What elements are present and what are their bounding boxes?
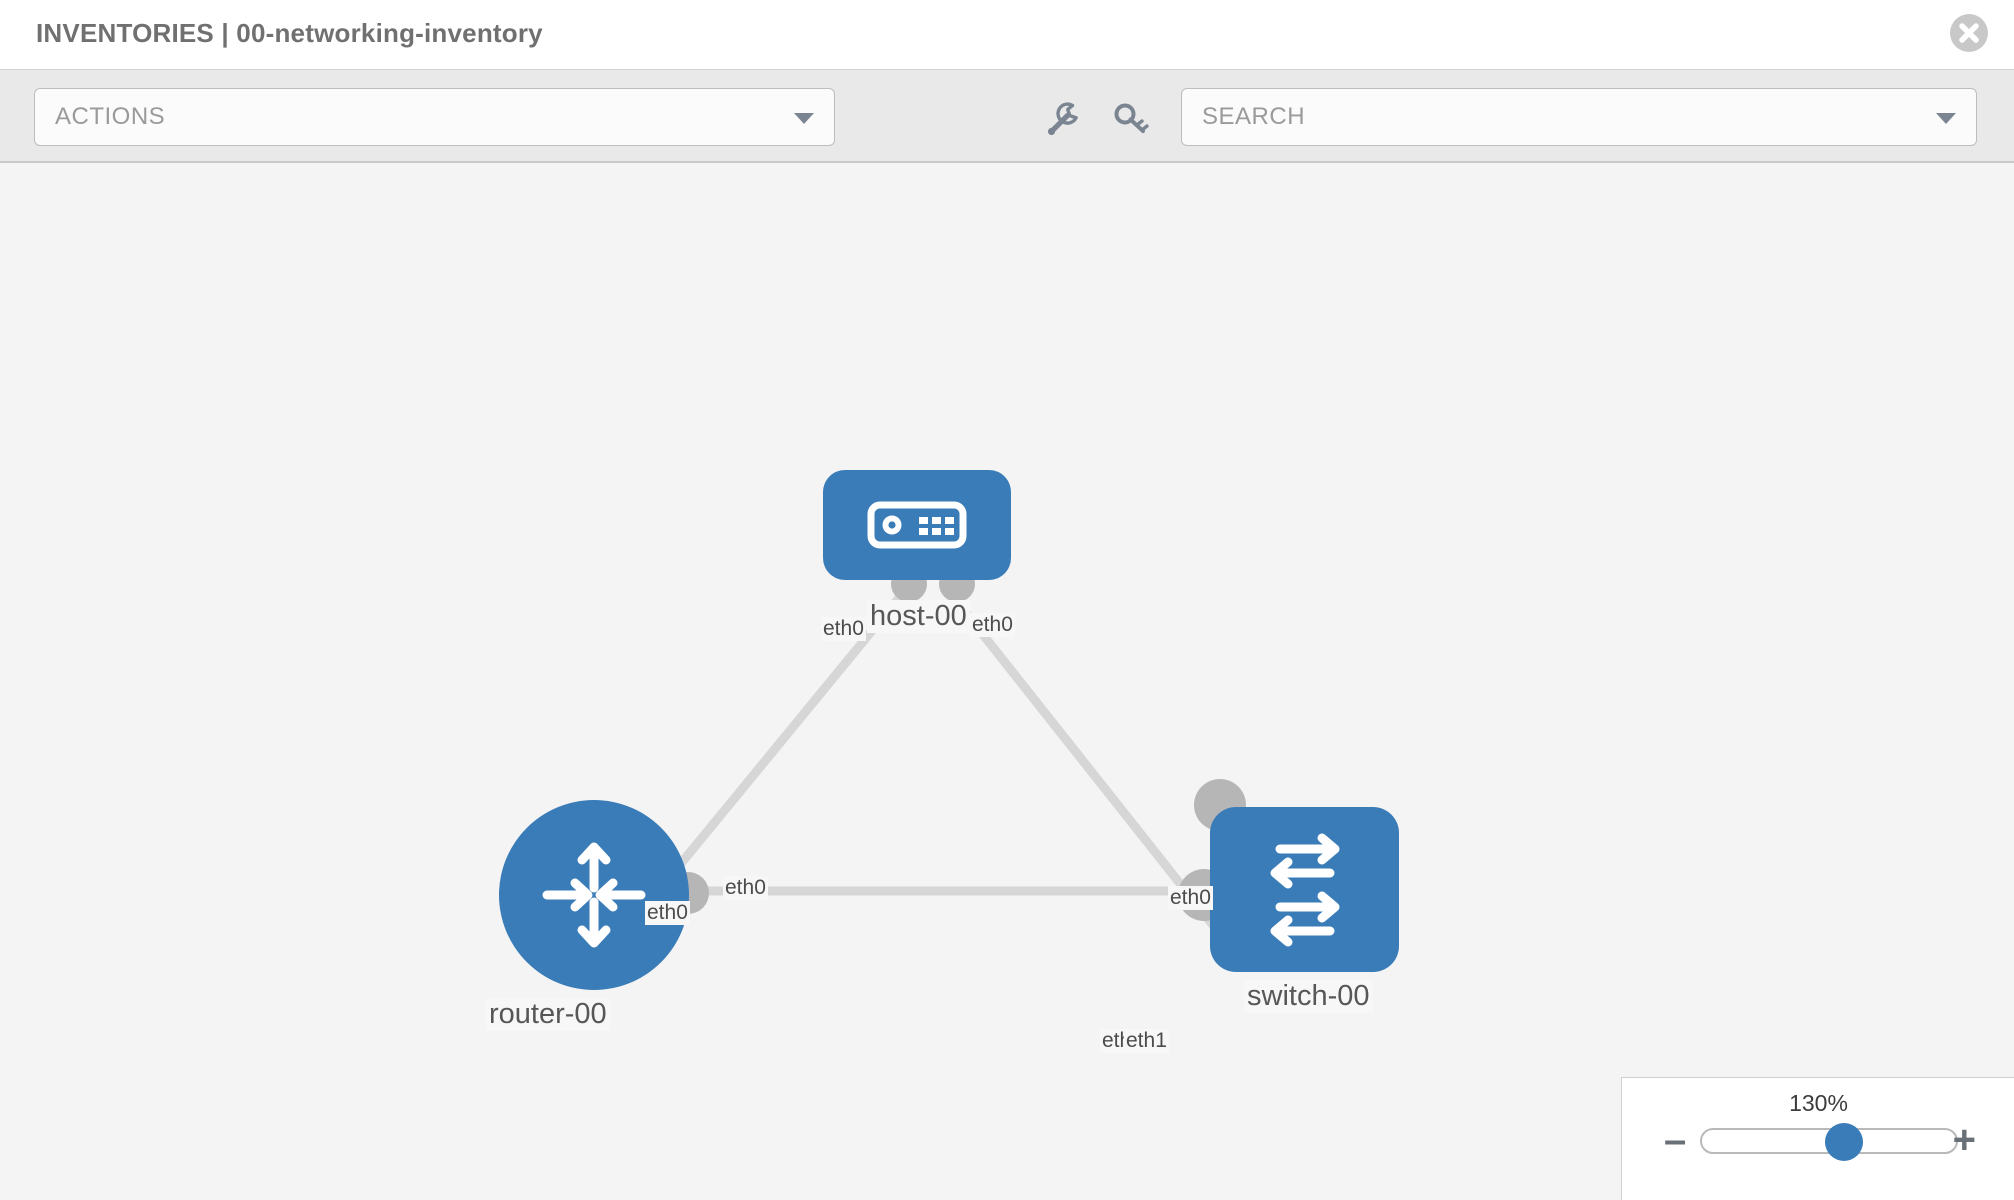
node-label-router: router-00: [486, 998, 610, 1031]
close-button[interactable]: [1950, 14, 1988, 52]
wrench-button[interactable]: [1040, 96, 1086, 142]
router-node-shape[interactable]: [499, 800, 689, 990]
zoom-control-panel: 130% – +: [1621, 1077, 2014, 1200]
port-label-host-right: eth0: [970, 613, 1015, 637]
zoom-out-button[interactable]: –: [1664, 1118, 1687, 1162]
node-label-host: host-00: [867, 600, 970, 633]
port-label-switch-to-host: eth0: [1168, 886, 1213, 910]
actions-dropdown[interactable]: ACTIONS: [34, 88, 835, 146]
search-input[interactable]: SEARCH: [1181, 88, 1977, 146]
page-header: INVENTORIES | 00-networking-inventory: [0, 0, 2014, 69]
zoom-level-value: 130%: [1789, 1090, 1848, 1116]
key-icon: [1114, 103, 1149, 133]
port-label-host-left: eth0: [821, 617, 866, 641]
key-button[interactable]: [1108, 96, 1154, 142]
toolbar: ACTIONS SEARCH: [0, 69, 2014, 163]
server-icon: [867, 501, 967, 549]
switch-arrows-icon: [1270, 833, 1339, 946]
port-label-router-to-switch: eth0: [723, 876, 768, 900]
router-arrows-icon: [542, 842, 646, 948]
zoom-slider-thumb[interactable]: [1825, 1123, 1863, 1161]
zoom-slider-track[interactable]: [1700, 1123, 1958, 1161]
zoom-in-button[interactable]: +: [1952, 1118, 1976, 1162]
chevron-down-icon: [1936, 113, 1956, 124]
node-label-switch: switch-00: [1244, 980, 1373, 1013]
port-label-router-to-host: eth0: [645, 901, 690, 925]
actions-dropdown-label: ACTIONS: [55, 103, 166, 130]
port-label-switch-to-router-b: eth1: [1124, 1029, 1169, 1053]
topology-canvas[interactable]: host-00 eth0 eth0: [0, 163, 2014, 1200]
wrench-icon: [1047, 102, 1078, 136]
host-node-shape[interactable]: [823, 470, 1011, 580]
topology-links: [656, 590, 1239, 956]
page-title: INVENTORIES | 00-networking-inventory: [36, 18, 543, 48]
switch-node-shape[interactable]: [1210, 807, 1399, 972]
chevron-down-icon: [794, 113, 814, 124]
close-icon: [1959, 23, 1979, 43]
search-placeholder: SEARCH: [1202, 103, 1306, 130]
